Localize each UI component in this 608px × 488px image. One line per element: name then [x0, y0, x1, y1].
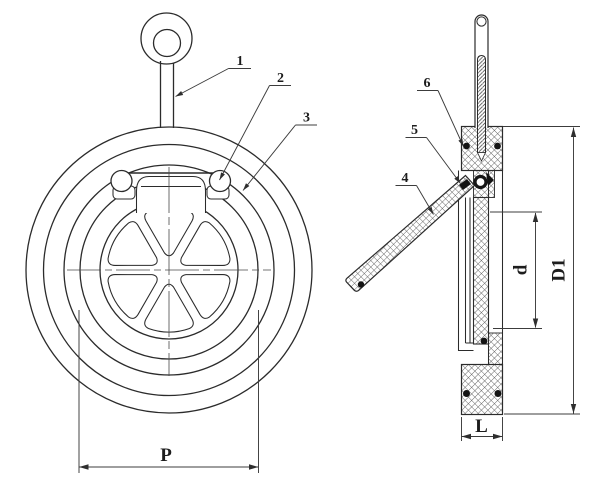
- callout-4-label: 4: [402, 171, 409, 186]
- body-step: [488, 332, 503, 366]
- callout-3-label: 3: [303, 111, 310, 126]
- o-ring-top-right: [494, 142, 501, 150]
- callout-5: 5: [405, 123, 461, 184]
- hinge-bracket: [110, 169, 232, 213]
- callout-6: 6: [417, 76, 464, 147]
- dim-l-label: L: [475, 416, 488, 437]
- callout-2-label: 2: [277, 71, 284, 86]
- dimension-d1: D1: [503, 126, 580, 415]
- dim-d-label: d: [511, 264, 532, 275]
- callout-3: 3: [242, 111, 317, 191]
- hinge-pin-detail: [459, 172, 494, 190]
- stem: [474, 14, 489, 162]
- callout-1: 1: [175, 54, 251, 97]
- stem-eye: [476, 16, 487, 27]
- callout-4: 4: [395, 171, 434, 215]
- body-bottom-flange: [460, 363, 504, 416]
- callout-6-label: 6: [424, 76, 431, 91]
- o-ring-bottom-right: [494, 390, 502, 397]
- centerlines: [67, 167, 271, 376]
- o-ring-top-left: [463, 142, 470, 150]
- hinge-pin-left: [110, 169, 133, 193]
- callout-1-label: 1: [237, 54, 244, 69]
- disc-seal-dot: [357, 281, 365, 288]
- section-view: d D1 L 6 5 4: [345, 14, 580, 441]
- dim-p-label: P: [160, 445, 172, 466]
- dimension-p: P: [78, 310, 259, 473]
- stem-rod: [477, 54, 486, 153]
- lifting-ring: [140, 12, 193, 128]
- o-ring-bottom-left: [463, 390, 470, 397]
- seat-seal: [480, 337, 488, 345]
- dimension-d: d: [490, 211, 542, 329]
- callout-2: 2: [219, 71, 291, 181]
- hinge-pin-right: [208, 169, 232, 193]
- dim-d1-label: D1: [549, 258, 570, 281]
- seat-ring: [472, 196, 490, 345]
- o-ring-seals: [463, 142, 502, 397]
- swing-disc-arm: [345, 174, 476, 292]
- dimension-l: L: [461, 416, 503, 441]
- body-walls: [457, 170, 504, 366]
- callout-5-label: 5: [411, 123, 418, 138]
- front-view: P 1 2 3: [25, 12, 317, 473]
